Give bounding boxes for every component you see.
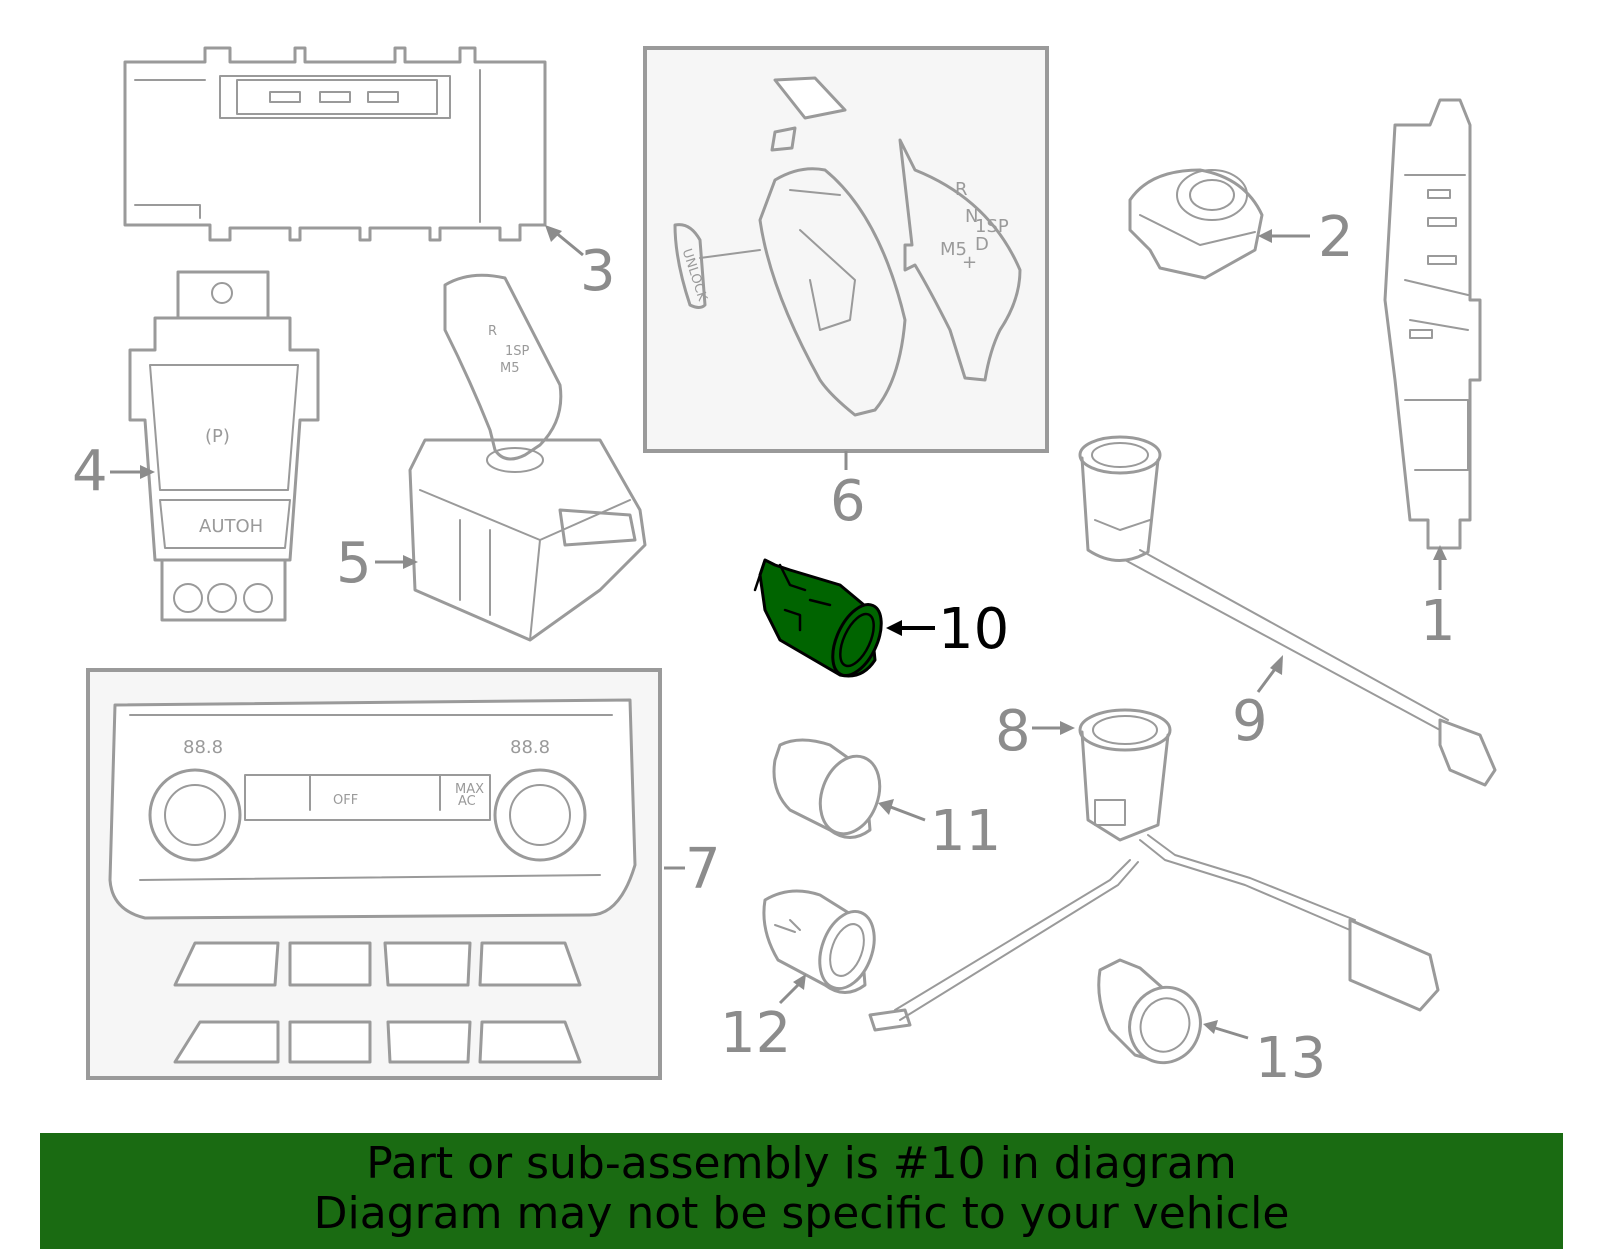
knob-1sp-marking: 1SP (975, 216, 1009, 237)
part-10-power-socket (753, 558, 883, 678)
callout-12: 12 (720, 1001, 791, 1066)
shifter-r-marking: R (488, 324, 497, 339)
part-9-socket-harness (1078, 435, 1497, 787)
part-1-switch-panel (1383, 98, 1482, 550)
info-banner: Part or sub-assembly is #10 in diagram D… (40, 1133, 1563, 1249)
banner-line-2: Diagram may not be specific to your vehi… (313, 1188, 1290, 1239)
banner-line-1: Part or sub-assembly is #10 in diagram (366, 1138, 1237, 1189)
climate-ac: AC (458, 794, 476, 809)
knob-d-marking: D (975, 234, 989, 255)
callout-5: 5 (336, 531, 372, 596)
brake-p-marking: (P) (205, 426, 230, 447)
callout-13: 13 (1255, 1026, 1326, 1091)
part-12-socket (762, 889, 876, 994)
part-3-control-module (123, 46, 547, 242)
part-7-climate-control: 88.8 88.8 OFF MAX AC (86, 668, 662, 1080)
part-11-socket-cap (772, 738, 882, 839)
part-6-shift-knob-kit: UNLOCK R N 1SP M5 D + (643, 46, 1049, 470)
autoh-marking: AUTOH (199, 516, 263, 537)
climate-off: OFF (333, 793, 358, 808)
callout-9: 9 (1232, 689, 1268, 754)
part-8-socket-harness (868, 708, 1440, 1032)
part-4-parking-brake-switch: AUTOH (P) (128, 270, 320, 622)
callout-10-arrow (886, 620, 935, 636)
callout-3: 3 (580, 239, 616, 304)
shifter-1sp-marking: 1SP (505, 344, 530, 359)
callout-2: 2 (1318, 205, 1354, 270)
callout-4: 4 (72, 439, 108, 504)
climate-left-temp: 88.8 (183, 737, 223, 758)
knob-r-marking: R (955, 179, 968, 200)
shifter-m5-marking: M5 (500, 361, 520, 376)
climate-right-temp: 88.8 (510, 737, 550, 758)
climate-max: MAX (455, 782, 484, 797)
part-13-socket-bezel (1097, 958, 1202, 1065)
callout-1: 1 (1420, 589, 1456, 654)
knob-m5-marking: M5 (940, 239, 967, 260)
callout-11: 11 (930, 799, 1001, 864)
callout-7: 7 (685, 837, 721, 902)
callout-arrows (110, 225, 1447, 1040)
callout-10: 10 (938, 597, 1009, 662)
callout-8: 8 (995, 699, 1031, 764)
callout-6: 6 (830, 469, 866, 534)
knob-plus-marking: + (962, 252, 977, 273)
part-5-gear-shifter: R 1SP M5 (408, 273, 647, 642)
part-2-idrive-controller (1128, 168, 1264, 280)
knob-n-marking: N (965, 206, 978, 227)
